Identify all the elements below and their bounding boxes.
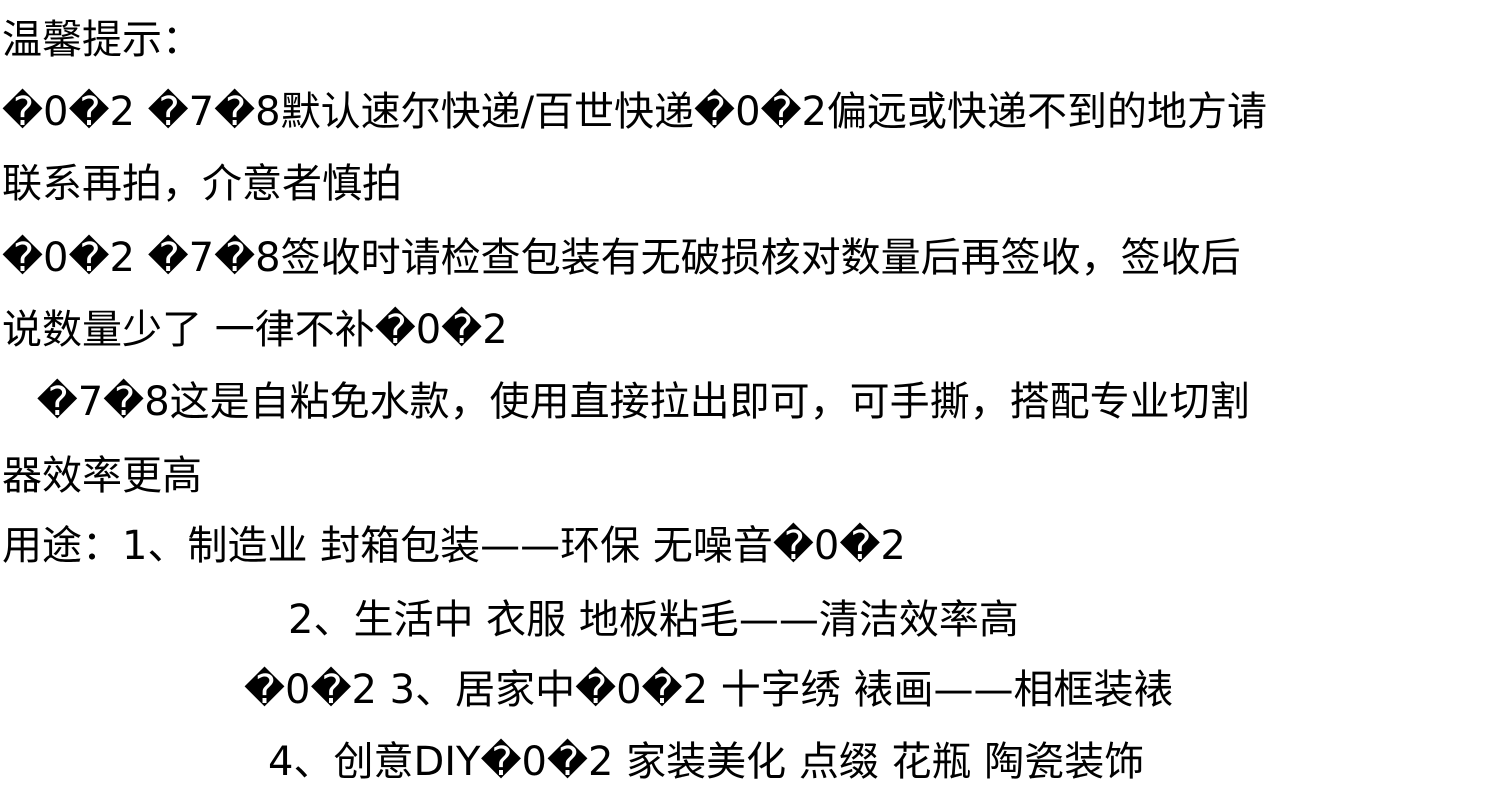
uses-item-3: �0�2 3、居家中�0�2 十字绣 裱画——相框装裱 bbox=[244, 667, 1174, 713]
shipping-note-line-2: 联系再拍，介意者慎拍 bbox=[2, 161, 402, 207]
signing-check-line-2: 说数量少了 一律不补�0�2 bbox=[2, 307, 508, 353]
product-usage-line-1: �7�8这是自粘免水款，使用直接拉出即可，可手撕，搭配专业切割 bbox=[24, 379, 1250, 425]
shipping-note-line-1: �0�2 �7�8默认速尔快递/百世快递�0�2偏远或快递不到的地方请 bbox=[2, 89, 1267, 135]
uses-item-2: 2、生活中 衣服 地板粘毛——清洁效率高 bbox=[288, 597, 1019, 643]
signing-check-line-1: �0�2 �7�8签收时请检查包装有无破损核对数量后再签收，签收后 bbox=[2, 235, 1241, 281]
notice-heading: 温馨提示： bbox=[2, 17, 202, 63]
product-usage-line-2: 器效率更高 bbox=[2, 453, 202, 499]
uses-item-4: 4、创意DIY�0�2 家装美化 点缀 花瓶 陶瓷装饰 bbox=[268, 739, 1145, 785]
uses-item-1: 用途：1、制造业 封箱包装——环保 无噪音�0�2 bbox=[2, 523, 906, 569]
